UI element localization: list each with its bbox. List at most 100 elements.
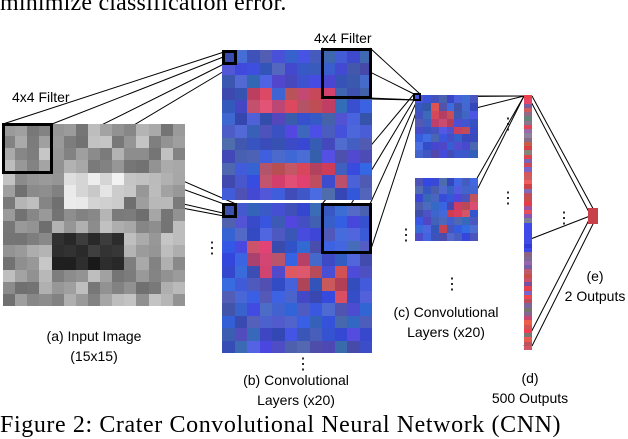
pixel-cell — [161, 185, 173, 197]
pixel-cell — [360, 328, 373, 341]
pixel-cell — [52, 221, 64, 233]
pixel-cell — [431, 217, 439, 225]
pixel-cell — [335, 278, 348, 291]
pixel-cell — [247, 253, 260, 266]
pixel-cell — [415, 134, 423, 142]
pixel-cell — [431, 202, 439, 210]
pixel-cell — [415, 186, 423, 194]
pixel-cell — [423, 119, 431, 127]
pixel-cell — [222, 291, 235, 304]
ellipsis: ⋮ — [500, 196, 516, 202]
pixel-cell — [322, 138, 335, 151]
pixel-cell — [260, 163, 273, 176]
pixel-cell — [439, 186, 447, 194]
pixel-cell — [39, 294, 51, 306]
pixel-cell — [439, 150, 447, 158]
pixel-cell — [415, 233, 423, 241]
pixel-cell — [76, 221, 88, 233]
pixel-cell — [247, 216, 260, 229]
pixel-cell — [149, 209, 161, 221]
pixel-cell — [285, 278, 298, 291]
pixel-cell — [462, 95, 470, 103]
pixel-cell — [335, 175, 348, 188]
pixel-cell — [439, 194, 447, 202]
pixel-cell — [347, 188, 360, 201]
pixel-cell — [447, 119, 455, 127]
pixel-cell — [297, 188, 310, 201]
pixel-cell — [161, 245, 173, 257]
pixel-cell — [297, 63, 310, 76]
pixel-cell — [423, 194, 431, 202]
pixel-cell — [247, 138, 260, 151]
pixel-cell — [39, 233, 51, 245]
pixel-cell — [447, 127, 455, 135]
conv-b-filter-box-top — [321, 48, 372, 99]
pixel-cell — [100, 209, 112, 221]
pixel-cell — [64, 136, 76, 148]
label-conv-c: (c) Convolutional Layers (x20) — [376, 302, 516, 342]
pixel-cell — [360, 175, 373, 188]
pixel-cell — [260, 75, 273, 88]
pixel-cell — [3, 173, 15, 185]
pixel-cell — [415, 127, 423, 135]
pixel-cell — [222, 228, 235, 241]
pixel-cell — [462, 186, 470, 194]
pixel-cell — [423, 178, 431, 186]
pixel-cell — [112, 160, 124, 172]
pixel-cell — [222, 150, 235, 163]
label-conv-b: (b) Convolutional Layers (x20) — [226, 370, 366, 410]
pixel-cell — [76, 173, 88, 185]
pixel-cell — [161, 124, 173, 136]
pixel-cell — [112, 270, 124, 282]
pixel-cell — [247, 188, 260, 201]
pixel-cell — [260, 328, 273, 341]
pixel-cell — [297, 303, 310, 316]
pixel-cell — [260, 88, 273, 101]
pixel-cell — [285, 253, 298, 266]
pixel-cell — [161, 136, 173, 148]
pixel-cell — [310, 266, 323, 279]
pixel-cell — [431, 225, 439, 233]
pixel-cell — [247, 316, 260, 329]
pixel-cell — [222, 328, 235, 341]
pixel-cell — [360, 150, 373, 163]
pixel-cell — [52, 294, 64, 306]
pixel-cell — [112, 233, 124, 245]
pixel-cell — [272, 278, 285, 291]
pixel-cell — [88, 197, 100, 209]
pixel-cell — [272, 100, 285, 113]
pixel-cell — [124, 257, 136, 269]
pixel-cell — [222, 266, 235, 279]
pixel-cell — [76, 294, 88, 306]
pixel-cell — [297, 50, 310, 63]
pixel-cell — [439, 142, 447, 150]
pixel-cell — [112, 124, 124, 136]
pixel-cell — [335, 163, 348, 176]
pixel-cell — [64, 282, 76, 294]
pixel-cell — [310, 341, 323, 354]
pixel-cell — [222, 253, 235, 266]
pixel-cell — [322, 316, 335, 329]
pixel-cell — [64, 257, 76, 269]
pixel-cell — [161, 270, 173, 282]
pixel-cell — [431, 194, 439, 202]
pixel-cell — [222, 341, 235, 354]
pixel-cell — [124, 233, 136, 245]
pixel-cell — [297, 150, 310, 163]
pixel-cell — [52, 136, 64, 148]
pixel-cell — [52, 185, 64, 197]
pixel-cell — [347, 163, 360, 176]
pixel-cell — [161, 148, 173, 160]
pixel-cell — [462, 150, 470, 158]
pixel-cell — [470, 150, 478, 158]
pixel-cell — [100, 185, 112, 197]
pixel-cell — [173, 257, 185, 269]
pixel-cell — [88, 160, 100, 172]
pixel-cell — [322, 113, 335, 126]
pixel-cell — [112, 294, 124, 306]
pixel-cell — [52, 282, 64, 294]
pixel-cell — [222, 138, 235, 151]
pixel-cell — [161, 209, 173, 221]
pixel-cell — [124, 197, 136, 209]
pixel-cell — [335, 100, 348, 113]
